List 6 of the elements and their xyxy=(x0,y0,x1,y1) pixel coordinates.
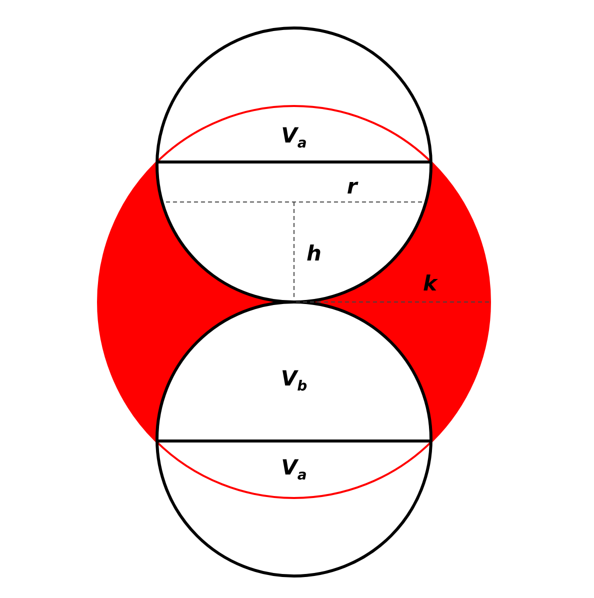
radius-label: r xyxy=(346,176,358,198)
volume-label: V$_{a}$ xyxy=(281,125,307,151)
volume-label: V$_{b}$ xyxy=(280,368,308,394)
distance-label: k xyxy=(423,274,437,294)
height-label: h xyxy=(306,244,322,264)
volume-label: V$_{a}$ xyxy=(281,457,307,483)
